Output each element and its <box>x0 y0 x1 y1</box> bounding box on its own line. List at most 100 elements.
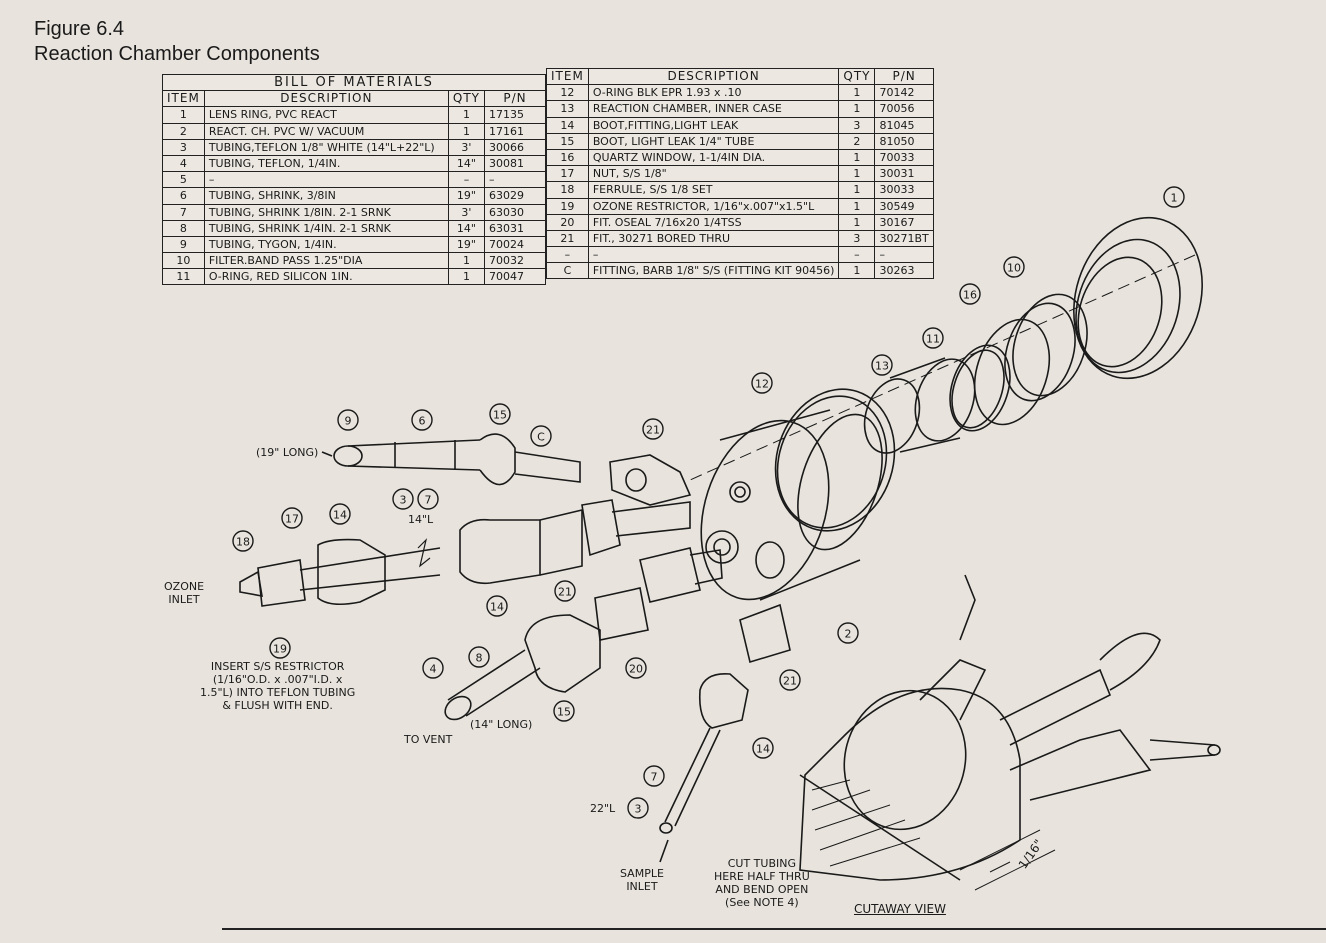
item-bubble-number: 7 <box>425 494 432 507</box>
item-bubble: 15 <box>553 700 575 722</box>
item-bubble-number: 15 <box>557 706 571 719</box>
cutaway-right-lower-boot <box>1009 729 1152 801</box>
item-bubble-circle <box>486 595 508 617</box>
cutaway-right-lower-tube <box>1149 739 1216 761</box>
item-bubble-circle <box>269 637 291 659</box>
cell-pn: 70047 <box>484 268 546 286</box>
item-bubble: 21 <box>642 418 664 440</box>
cell-pn: 17135 <box>484 106 546 124</box>
item-bubble-circle <box>643 765 665 787</box>
item-bubble-circle <box>232 530 254 552</box>
col-item: ITEM <box>162 90 205 108</box>
cell-item: 10 <box>162 252 205 270</box>
item-bubble: 4 <box>422 657 444 679</box>
cell-description: O-RING, RED SILICON 1IN. <box>203 268 449 286</box>
vent-port-inner <box>713 538 731 556</box>
item-bubble-number: 8 <box>476 652 483 665</box>
item-bubble-number: 7 <box>651 771 658 784</box>
item-bubble-circle <box>779 669 801 691</box>
cell-description: REACTION CHAMBER, INNER CASE <box>587 100 840 118</box>
figure-title: Figure 6.4 Reaction Chamber Components <box>34 17 320 67</box>
item-bubble-circle <box>553 700 575 722</box>
fitting-21-mid-body <box>539 508 583 576</box>
item-bubble-circle <box>752 737 774 759</box>
item-bubble-number: 14 <box>333 509 347 522</box>
tube-break-mark <box>417 538 431 568</box>
ferrule-18 <box>239 570 263 597</box>
dimension-lines <box>959 829 1056 891</box>
figure-caption: Reaction Chamber Components <box>34 43 320 65</box>
item-bubble-number: 20 <box>629 663 643 676</box>
cutaway-hatching <box>811 779 921 867</box>
cell-qty: 14" <box>447 219 486 237</box>
item-bubble-number: 21 <box>783 675 797 688</box>
sample-leader <box>659 839 669 863</box>
item-bubble: 9 <box>337 409 359 431</box>
label-19-long: (19" LONG) <box>256 446 319 459</box>
tygon-tube-end <box>333 445 363 467</box>
cell-item: 15 <box>546 132 589 150</box>
item-bubble-circle <box>337 409 359 431</box>
item-bubble-circle <box>411 409 433 431</box>
cell-qty: 1 <box>447 268 486 286</box>
boot-15-lower <box>524 614 601 693</box>
fitting-20-nut <box>639 547 701 603</box>
bom-caption-row: BILL OF MATERIALS <box>162 73 546 92</box>
item-bubble: 10 <box>1003 256 1025 278</box>
item-bubble-number: 10 <box>1007 262 1021 275</box>
cutaway-right-upper-tube <box>999 632 1161 746</box>
label-to-vent: TO VENT <box>404 733 453 746</box>
cell-description: FITTING, BARB 1/8" S/S (FITTING KIT 9045… <box>587 262 840 280</box>
label-ozone-inlet: OZONE INLET <box>164 580 205 606</box>
cutaway-tube-end <box>1207 744 1221 756</box>
cell-pn: 30167 <box>874 213 934 231</box>
lens-ring-inner <box>1075 238 1181 374</box>
item-bubble-number: 19 <box>273 643 287 656</box>
item-bubble-circle <box>417 488 439 510</box>
lens-ring <box>1073 216 1203 380</box>
item-bubble-number: 17 <box>285 513 299 526</box>
item-bubble-number: 14 <box>756 743 770 756</box>
item-bubble-number: 12 <box>755 378 769 391</box>
boot-15-top <box>479 433 516 486</box>
item-bubble-circle <box>530 425 552 447</box>
cutaway-body <box>799 687 1021 881</box>
label-22-l: 22"L <box>590 802 616 815</box>
fitting-21-lower <box>739 603 791 664</box>
item-bubble-number: 11 <box>926 333 940 346</box>
item-bubble: 8 <box>468 646 490 668</box>
inner-case-sides <box>889 357 961 453</box>
item-bubble-circle <box>625 657 647 679</box>
item-bubble-circle <box>489 403 511 425</box>
teflon-tube-4 <box>447 649 541 717</box>
item-bubble-circle <box>959 283 981 305</box>
vent-port <box>705 530 739 564</box>
quartz-window <box>973 318 1051 426</box>
item-bubble-circle <box>554 580 576 602</box>
fitting-20-thread <box>689 549 723 585</box>
item-bubble: 21 <box>779 669 801 691</box>
bill-of-materials-left: BILL OF MATERIALS ITEM DESCRIPTION QTY P… <box>162 73 546 286</box>
item-bubble: 6 <box>411 409 433 431</box>
item-bubble-number: 3 <box>400 494 407 507</box>
cell-pn: 30033 <box>874 181 934 199</box>
item-bubble-circle <box>392 488 414 510</box>
sample-port <box>755 541 785 579</box>
item-bubble-number: 13 <box>875 360 889 373</box>
cell-pn: 17161 <box>484 122 546 140</box>
item-bubble-number: 2 <box>845 628 852 641</box>
label-cutaway-view: CUTAWAY VIEW <box>854 902 946 916</box>
item-bubble-number: 16 <box>963 289 977 302</box>
boot-14-mid <box>459 518 541 585</box>
item-bubble-circle <box>1003 256 1025 278</box>
